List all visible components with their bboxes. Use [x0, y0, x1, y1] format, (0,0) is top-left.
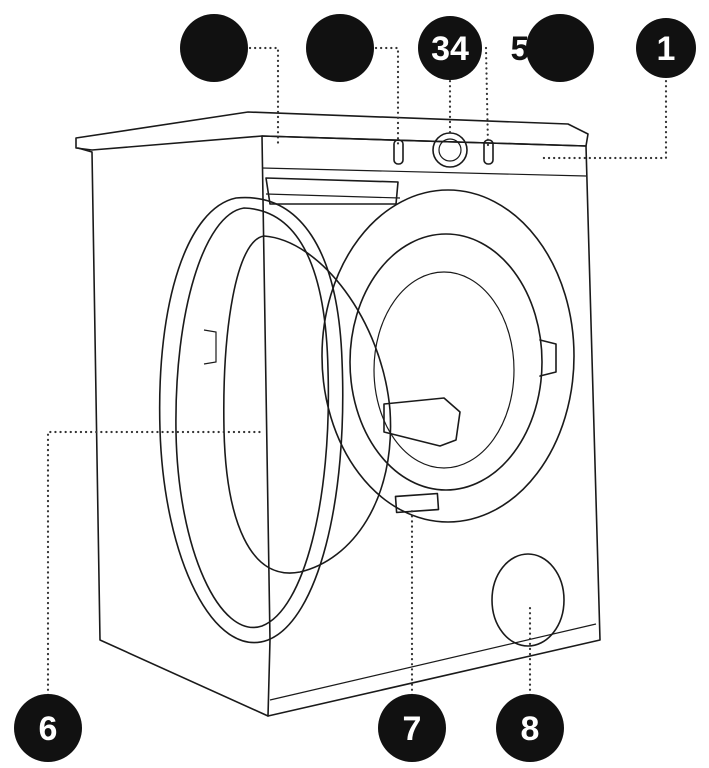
drum-back	[373, 271, 515, 469]
callout-badge-1: 1	[636, 18, 696, 78]
drum-lifter	[383, 397, 461, 447]
drum	[321, 189, 575, 523]
callout-badge-2	[180, 14, 248, 82]
bottom-edge	[269, 623, 597, 701]
filter-cover-outline	[491, 553, 565, 647]
callout-label-6: 6	[39, 710, 58, 748]
leader-3	[374, 46, 400, 148]
door-outer-frame	[158, 196, 344, 644]
callout-badge-3	[306, 14, 374, 82]
leader-lines	[46, 46, 668, 702]
left-indicator-slot	[393, 139, 404, 165]
callout-label-4: 34	[431, 30, 469, 68]
leader-2	[248, 46, 280, 148]
callout-badge-7: 7	[378, 694, 446, 762]
door-catch	[539, 339, 557, 377]
callout-badge-5: 5	[511, 14, 594, 82]
door-inner-frame	[175, 207, 330, 629]
callout-badge-6: 6	[14, 694, 82, 762]
leader-5	[484, 46, 490, 148]
callout-label-8: 8	[521, 710, 540, 748]
program-dial-inner	[438, 138, 462, 162]
leader-1	[538, 74, 668, 160]
callout-label-1: 1	[657, 30, 676, 68]
callout-label-7: 7	[403, 710, 422, 748]
callout-badge-4: 34	[418, 16, 482, 80]
detergent-drawer	[265, 177, 399, 205]
callout-label-5: 5	[511, 30, 530, 68]
control-panel-lower-edge	[265, 193, 401, 199]
drum-inner-ring	[349, 233, 543, 491]
program-dial-outer	[432, 132, 468, 168]
rating-label-plate	[394, 492, 440, 514]
door	[158, 196, 392, 644]
left-side-panel	[77, 135, 271, 717]
filter-cover	[491, 553, 565, 647]
drum-outer-ring	[321, 189, 575, 523]
control-panel-edge	[261, 167, 587, 177]
door-hinge-notch	[203, 329, 217, 365]
front-panel	[261, 135, 601, 717]
machine-body	[75, 111, 601, 717]
leader-6	[46, 430, 264, 702]
callout-badge-8: 8	[496, 694, 564, 762]
door-glass-bowl	[223, 235, 392, 574]
